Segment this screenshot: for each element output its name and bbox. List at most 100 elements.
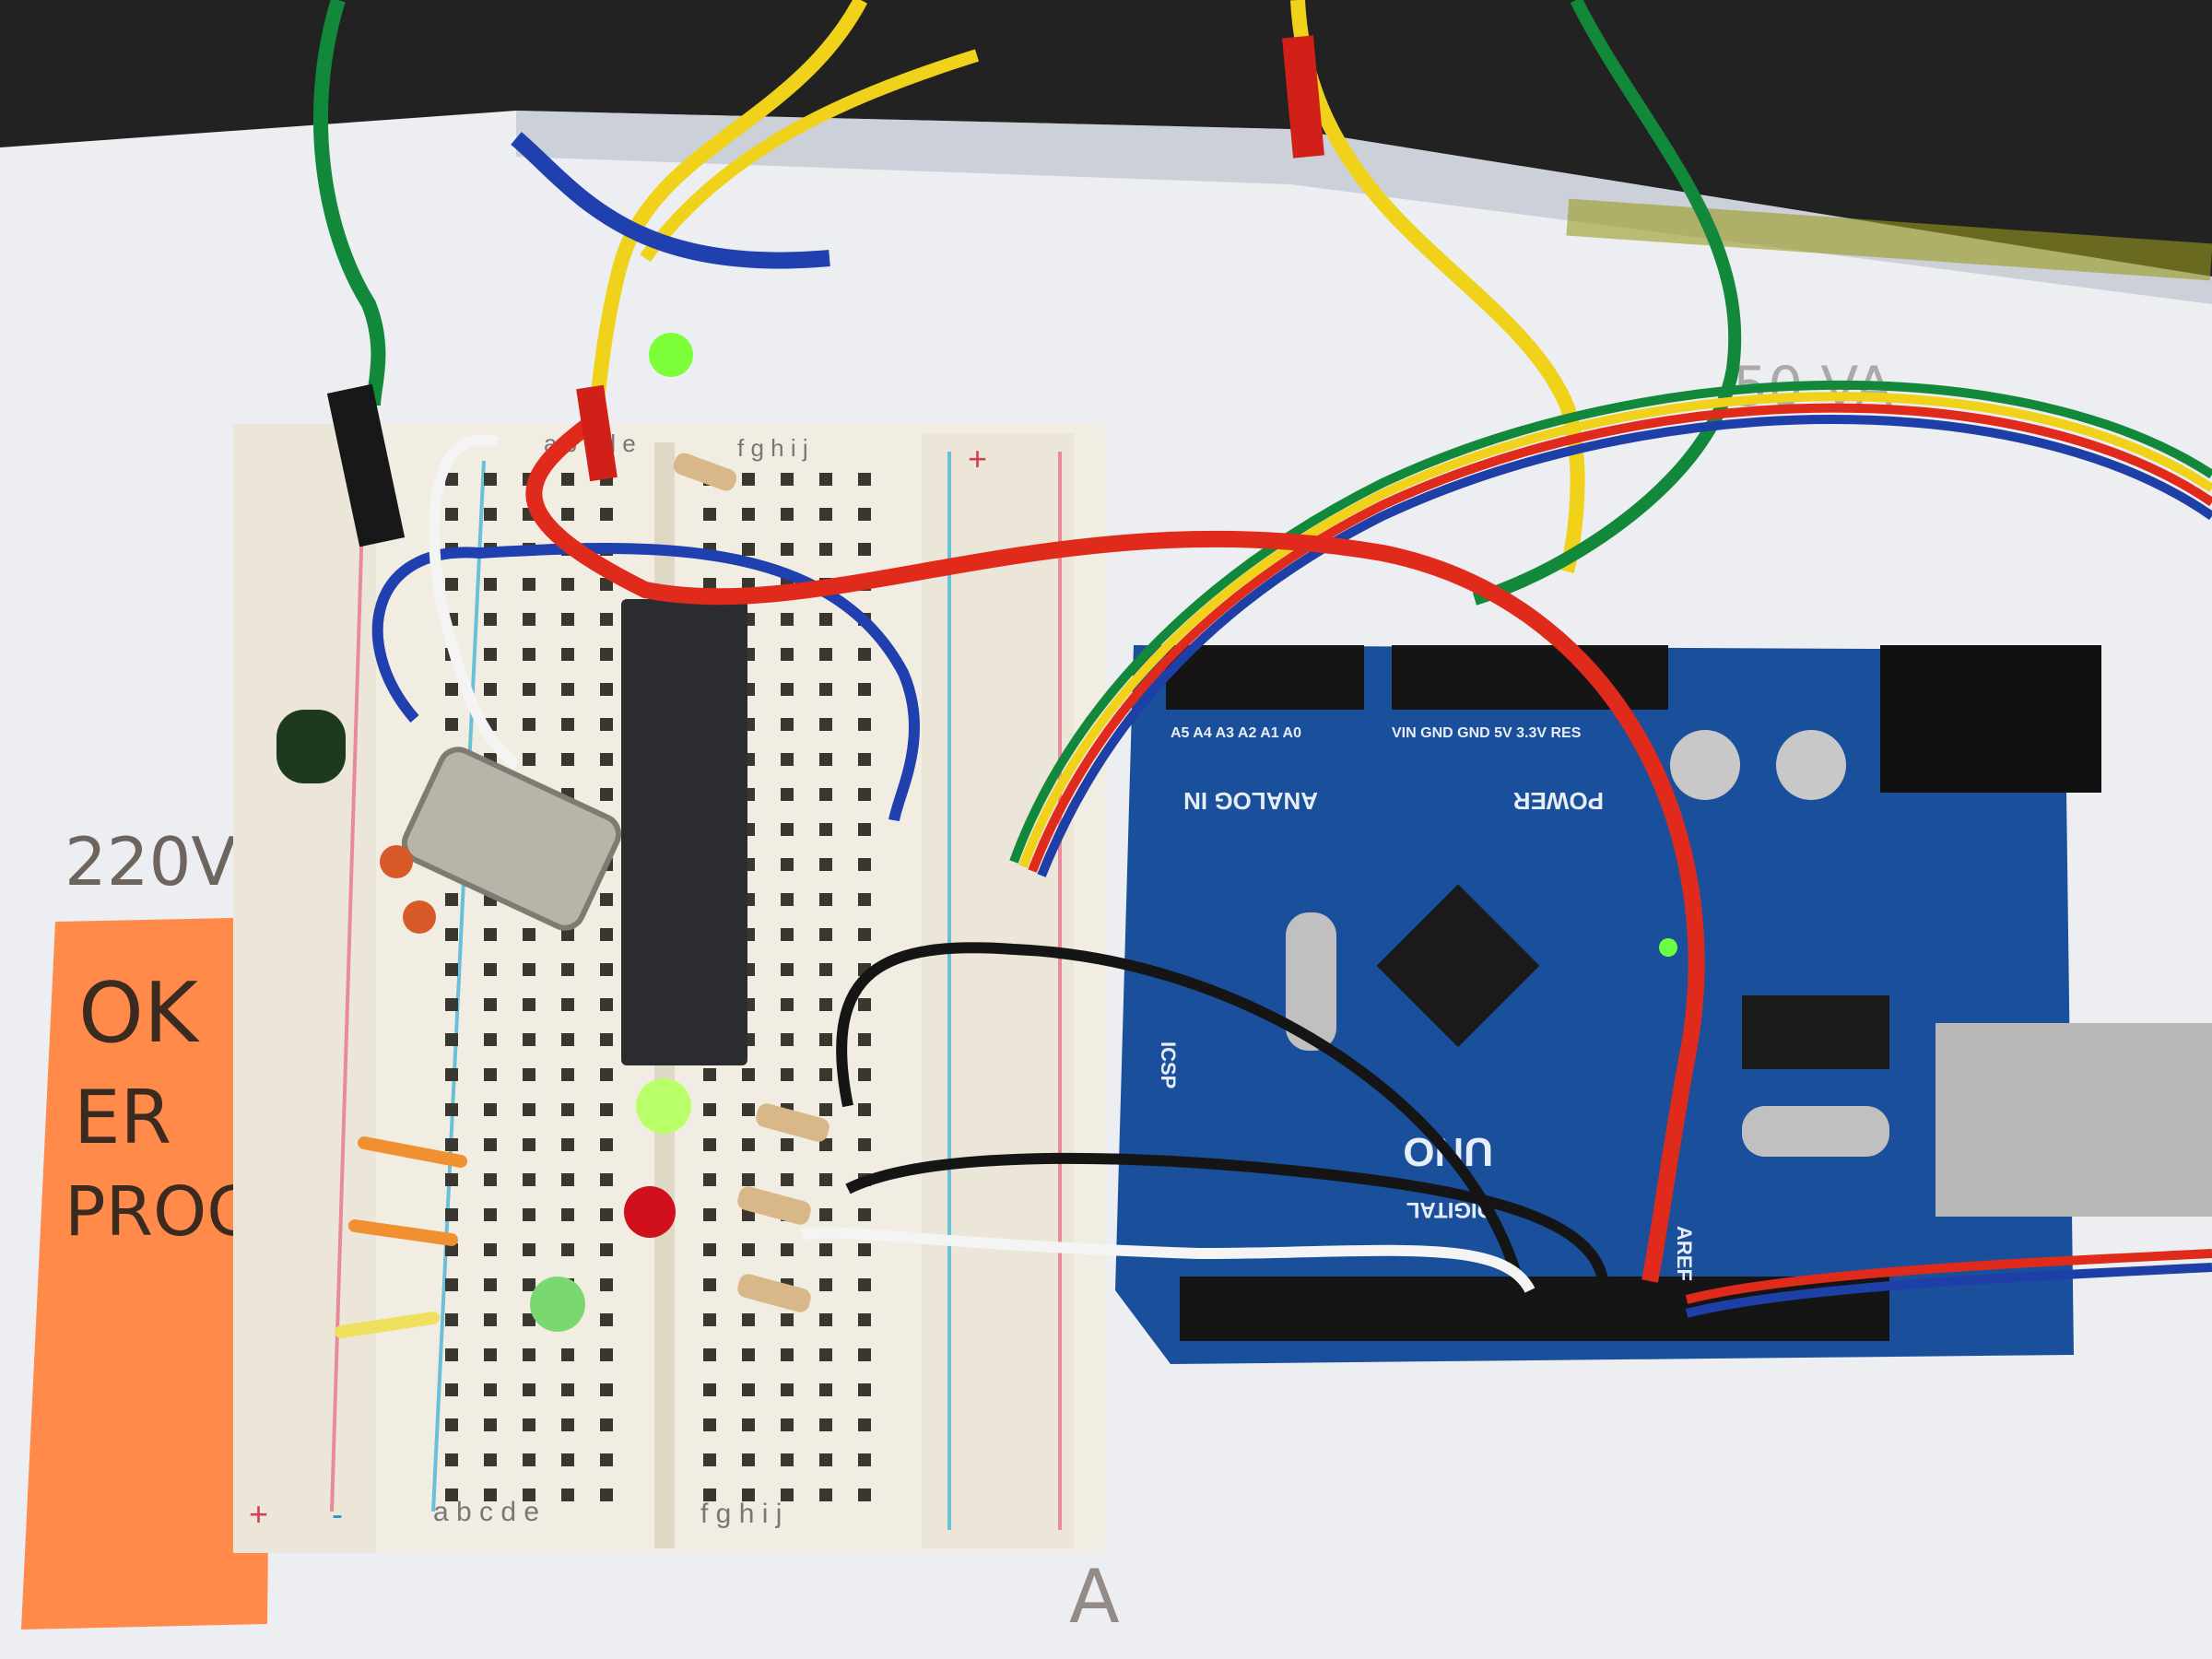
arduino-uno-board: UNO POWER ANALOG IN DIGITAL ICSP AREF VI… [1115,645,2212,1364]
breadboard-hole [819,718,832,731]
breadboard-hole [523,1453,535,1466]
breadboard-hole [858,1488,871,1501]
breadboard-hole [523,1103,535,1116]
breadboard-hole [561,578,574,591]
crystal-16mhz [1286,912,1336,1051]
breadboard-hole [445,1033,458,1046]
crystal-12mhz [1742,1106,1889,1157]
breadboard-hole [523,753,535,766]
breadboard-hole [819,1068,832,1081]
red-sleeve-breadboard [576,384,618,482]
icsp-label: ICSP [1157,1041,1180,1088]
breadboard-hole [858,893,871,906]
rail-plus-label-right: + [968,440,987,477]
breadboard-hole [858,1138,871,1151]
breadboard-hole [445,1488,458,1501]
breadboard-hole [703,1278,716,1291]
power-led [1659,938,1677,957]
header-power [1392,645,1668,710]
breadboard-hole [561,1208,574,1221]
breadboard-hole [819,1208,832,1221]
breadboard-hole [445,1068,458,1081]
ribbon-cable-red [1028,403,2212,873]
breadboard-hole [781,788,794,801]
breadboard-hole [523,1488,535,1501]
black-wire [836,942,1526,1292]
breadboard-hole [445,1173,458,1186]
breadboard-hole [819,1173,832,1186]
breadboard-hole [600,1313,613,1326]
ribbon-cable-bottom [1685,1249,2212,1304]
breadboard-hole [561,648,574,661]
black-wire-2 [845,1152,1609,1291]
breadboard-hole [484,1313,497,1326]
breadboard-hole [600,1173,613,1186]
breadboard-hole [742,1173,755,1186]
breadboard-hole [523,648,535,661]
white-wire [800,1227,1535,1294]
atmega328-smd-chip [1376,884,1540,1048]
breadboard-hole [742,1243,755,1256]
breadboard-hole [858,1278,871,1291]
breadboard-hole [523,1033,535,1046]
breadboard-hole [858,1068,871,1081]
breadboard-hole [484,1418,497,1431]
breadboard-hole [600,1138,613,1151]
breadboard-hole [819,1348,832,1361]
breadboard-hole [781,1243,794,1256]
sticky-note-line-1: OK [78,965,200,1062]
breadboard-hole [703,1138,716,1151]
breadboard-hole [600,753,613,766]
breadboard-hole [561,1138,574,1151]
breadboard-hole [561,1488,574,1501]
breadboard-hole [600,1278,613,1291]
led-green-top [649,333,693,377]
sticky-note: OK ER PROG [21,917,275,1630]
breadboard-hole [858,1103,871,1116]
breadboard-hole [781,1173,794,1186]
breadboard-hole [484,1103,497,1116]
breadboard-hole [445,1383,458,1396]
atmega-chip [621,599,747,1065]
breadboard-hole [858,1033,871,1046]
ch340-chip [1742,995,1889,1069]
breadboard-hole [523,1418,535,1431]
breadboard-hole [819,1033,832,1046]
breadboard-hole [445,928,458,941]
breadboard-hole [484,1278,497,1291]
breadboard-hole [858,788,871,801]
breadboard-hole [742,1103,755,1116]
breadboard-hole [600,1348,613,1361]
breadboard: a b c d e f g h i j a b c d e f g h i j … [233,424,1106,1553]
breadboard-hole [858,1243,871,1256]
ribbon-cable-blue [1037,415,2212,877]
crystal-oscillator [401,747,622,931]
breadboard-hole [858,508,871,521]
breadboard-columns-bottom-left: a b c d e [433,1497,539,1527]
breadboard-hole [742,508,755,521]
breadboard-hole [523,1208,535,1221]
breadboard-hole [445,1453,458,1466]
red-wire [525,417,1705,1283]
breadboard-hole [819,1418,832,1431]
yellow-mesh-strip [1566,198,2212,281]
breadboard-hole [781,1313,794,1326]
red-sleeve [1282,35,1324,159]
breadboard-hole [561,1243,574,1256]
breadboard-hole [523,1068,535,1081]
breadboard-hole [484,928,497,941]
resistor [756,1103,830,1142]
breadboard-hole [858,928,871,941]
blue-wire-top [511,132,830,269]
breadboard-hole [781,718,794,731]
breadboard-hole [484,683,497,696]
breadboard-hole [703,578,716,591]
breadboard-columns-bottom-right: f g h i j [700,1499,782,1529]
breadboard-hole [600,928,613,941]
breadboard-hole [819,1278,832,1291]
breadboard-hole [484,648,497,661]
breadboard-hole [484,578,497,591]
breadboard-hole [742,1068,755,1081]
breadboard-hole [819,788,832,801]
breadboard-hole [445,1418,458,1431]
